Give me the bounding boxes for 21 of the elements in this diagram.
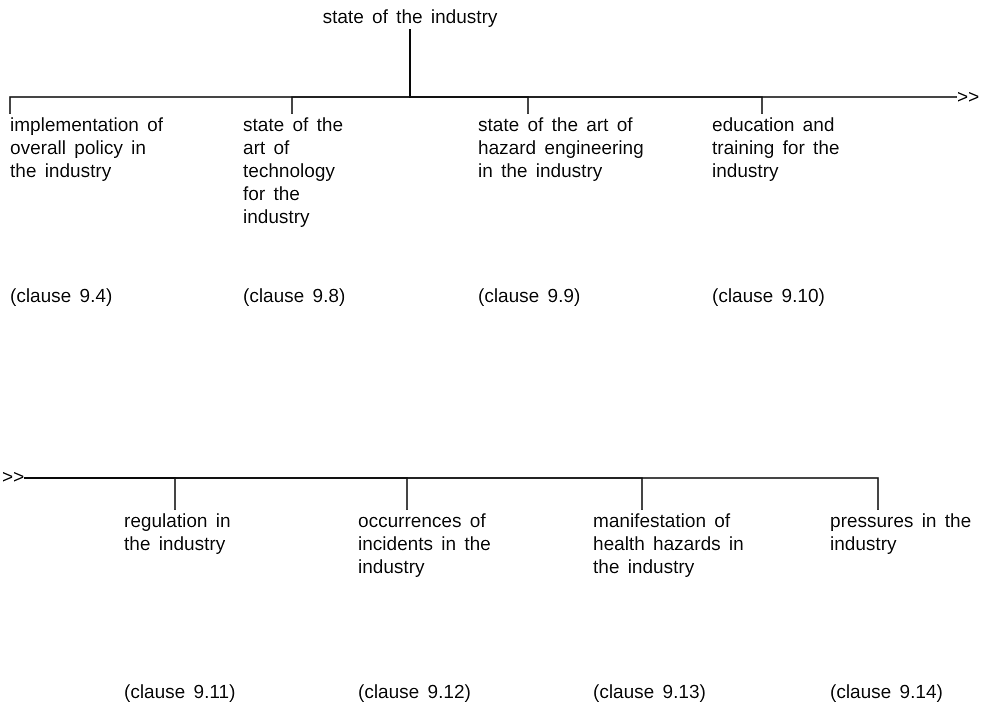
clause-reference: (clause 9.13) bbox=[593, 681, 706, 704]
tree-connector bbox=[409, 29, 957, 98]
continuation-mark: >> bbox=[2, 466, 24, 489]
branch-label: manifestation of health hazards in the industry bbox=[593, 510, 745, 579]
branch-label: implementation of overall policy in the industry bbox=[10, 114, 164, 183]
branch-label: state of the art of technology for the industry bbox=[243, 114, 344, 229]
branch-label: occurrences of incidents in the industry bbox=[358, 510, 492, 579]
clause-reference: (clause 9.10) bbox=[712, 285, 825, 308]
clause-reference: (clause 9.14) bbox=[830, 681, 943, 704]
tree-connector bbox=[24, 477, 879, 510]
branch-label: education and training for the industry bbox=[712, 114, 840, 183]
clause-reference: (clause 9.12) bbox=[358, 681, 471, 704]
branch-label: regulation in the industry bbox=[124, 510, 232, 556]
branch-label: state of the art of hazard engineering in the industry bbox=[478, 114, 645, 183]
clause-reference: (clause 9.4) bbox=[10, 285, 112, 308]
clause-reference: (clause 9.9) bbox=[478, 285, 580, 308]
clause-reference: (clause 9.8) bbox=[243, 285, 346, 308]
continuation-mark: >> bbox=[957, 86, 980, 109]
clause-reference: (clause 9.11) bbox=[124, 681, 236, 704]
branch-label: pressures in the industry bbox=[830, 510, 972, 556]
root-label: state of the industry bbox=[300, 6, 520, 29]
